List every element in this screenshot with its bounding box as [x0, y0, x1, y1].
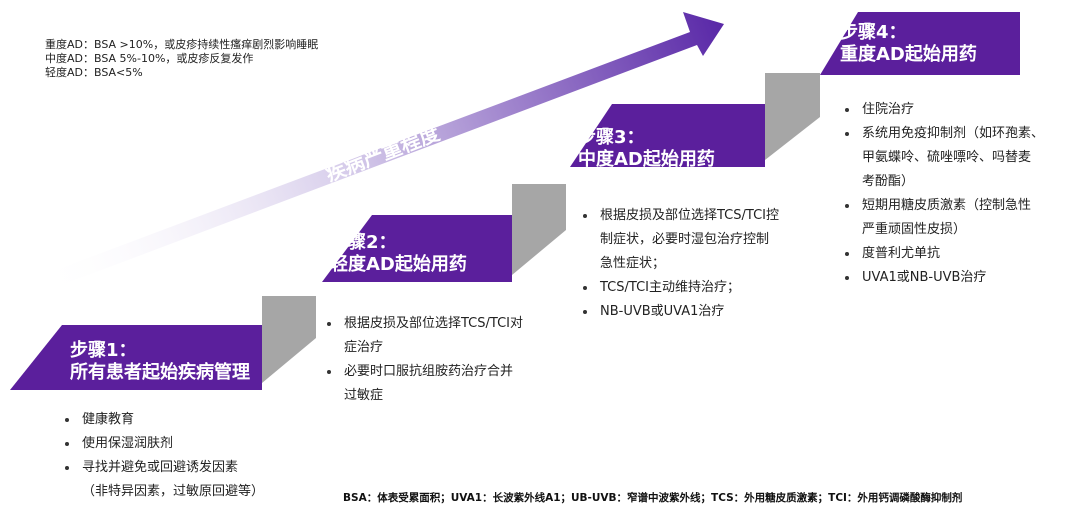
- riser-2: [512, 184, 566, 275]
- list-item: 住院治疗: [840, 98, 1044, 122]
- legend-moderate: 中度AD：BSA 5%-10%，或皮疹反复发作: [45, 52, 254, 65]
- step-2-list: 根据皮损及部位选择TCS/TCI对 症治疗 必要时口服抗组胺药治疗合并 过敏症: [322, 312, 523, 408]
- list-item: 系统用免疫抑制剂（如环孢素、: [840, 122, 1044, 146]
- step-3-title: 步骤3： 中度AD起始用药: [578, 127, 715, 171]
- list-item-continuation: 严重顽固性皮损）: [862, 222, 967, 237]
- list-item-continuation: 症治疗: [344, 340, 384, 355]
- step-2-title: 步骤2： 轻度AD起始用药: [330, 232, 467, 276]
- list-item: 度普利尤单抗: [840, 242, 1044, 266]
- step-4-panel: [820, 12, 1020, 75]
- step-3-label: 步骤3：: [578, 127, 645, 148]
- step-4-list: 住院治疗 系统用免疫抑制剂（如环孢素、 甲氨蝶呤、硫唑嘌呤、吗替麦 考酚酯） 短…: [840, 98, 1044, 290]
- list-item-continuation: 考酚酯）: [862, 174, 915, 189]
- list-item: 使用保湿润肤剂: [60, 432, 264, 456]
- list-item: TCS/TCI主动维持治疗；: [578, 276, 779, 300]
- list-item: 根据皮损及部位选择TCS/TCI对: [322, 312, 523, 336]
- list-item: 寻找并避免或回避诱发因素: [60, 456, 264, 480]
- list-item-continuation: （非特异因素，过敏原回避等）: [82, 484, 265, 499]
- step-2-label: 步骤2：: [330, 232, 397, 253]
- step-3-panel: [570, 104, 765, 167]
- step-3-subtitle: 中度AD起始用药: [578, 149, 715, 170]
- step-4-subtitle: 重度AD起始用药: [840, 44, 977, 65]
- severity-arrow-label: 疾病严重程度: [322, 120, 444, 186]
- list-item: 必要时口服抗组胺药治疗合并: [322, 360, 523, 384]
- riser-3: [765, 73, 820, 160]
- step-4-title: 步骤4： 重度AD起始用药: [840, 22, 977, 66]
- step-2-subtitle: 轻度AD起始用药: [330, 254, 467, 275]
- legend-mild: 轻度AD：BSA<5%: [45, 66, 143, 79]
- list-item: 健康教育: [60, 408, 264, 432]
- step-1-list: 健康教育 使用保湿润肤剂 寻找并避免或回避诱发因素 （非特异因素，过敏原回避等）: [60, 408, 264, 504]
- step-2-panel: [322, 215, 512, 282]
- list-item-continuation: 制症状，必要时湿包治疗控制: [600, 232, 770, 247]
- list-item: 根据皮损及部位选择TCS/TCI控: [578, 204, 779, 228]
- step-1-label: 步骤1：: [70, 340, 137, 361]
- list-item: UVA1或NB-UVB治疗: [840, 266, 1044, 290]
- step-1-panel: [10, 325, 262, 390]
- step-1-subtitle: 所有患者起始疾病管理: [70, 362, 250, 383]
- step-3-list: 根据皮损及部位选择TCS/TCI控 制症状，必要时湿包治疗控制 急性症状； TC…: [578, 204, 779, 324]
- step-1-title: 步骤1： 所有患者起始疾病管理: [70, 340, 250, 384]
- legend-severe: 重度AD：BSA >10%，或皮疹持续性瘙痒剧烈影响睡眠: [45, 38, 319, 51]
- riser-1: [262, 296, 316, 383]
- abbreviation-footnote: BSA：体表受累面积；UVA1：长波紫外线A1；UB-UVB：窄谱中波紫外线；T…: [343, 492, 963, 504]
- list-item: NB-UVB或UVA1治疗: [578, 300, 779, 324]
- list-item-continuation: 甲氨蝶呤、硫唑嘌呤、吗替麦: [862, 150, 1032, 165]
- step-4-label: 步骤4：: [840, 22, 907, 43]
- list-item-continuation: 过敏症: [344, 388, 384, 403]
- list-item-continuation: 急性症状；: [600, 256, 666, 271]
- list-item: 短期用糖皮质激素（控制急性: [840, 194, 1044, 218]
- severity-legend: 重度AD：BSA >10%，或皮疹持续性瘙痒剧烈影响睡眠 中度AD：BSA 5%…: [45, 38, 318, 80]
- severity-arrow: [40, 12, 724, 291]
